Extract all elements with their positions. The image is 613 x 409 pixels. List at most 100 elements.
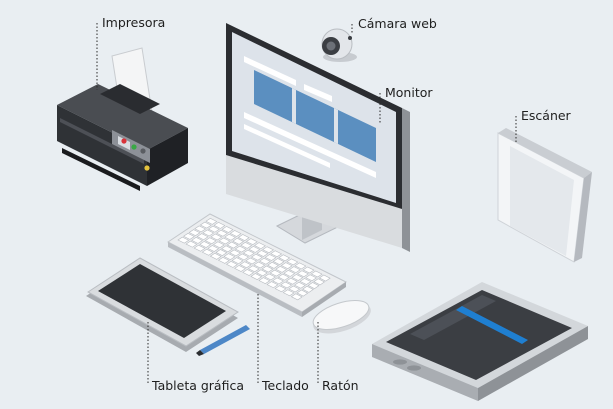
- keyboard-key: [288, 285, 301, 293]
- keyboard-key: [199, 221, 212, 229]
- keyboard-key: [261, 265, 274, 273]
- mouse-icon: [312, 299, 371, 334]
- keyboard-key: [215, 249, 228, 256]
- keyboard-key: [193, 244, 206, 252]
- keyboard-key: [302, 285, 314, 293]
- keyboard-key: [253, 261, 266, 269]
- keyboard-key: [234, 245, 247, 253]
- keyboard-key: [290, 293, 303, 301]
- keyboard-key: [239, 261, 252, 269]
- keyboard-key: [250, 273, 263, 280]
- keyboard-key: [310, 270, 323, 278]
- keyboard-key: [297, 270, 309, 278]
- keyboard-key: [188, 229, 201, 237]
- label-escaner: Escáner: [521, 108, 571, 123]
- keyboard-key: [262, 246, 274, 254]
- keyboard-key: [294, 262, 307, 270]
- printer-icon: [57, 47, 188, 191]
- keyboard-key: [237, 253, 250, 261]
- monitor-icon: [226, 23, 410, 252]
- keyboard-key: [318, 274, 331, 282]
- keyboard-key: [250, 253, 263, 261]
- tablet-icon: [86, 257, 250, 356]
- label-camara-web: Cámara web: [358, 16, 437, 31]
- keyboard-key: [277, 273, 290, 281]
- keyboard-key: [272, 258, 285, 265]
- keyboard-key: [202, 229, 215, 237]
- keyboard-key: [223, 253, 236, 261]
- keyboard-key: [291, 274, 304, 281]
- keyboard-key: [259, 257, 271, 265]
- keyboard-key: [288, 266, 301, 274]
- keyboard-key: [207, 245, 220, 252]
- keyboard-key: [229, 249, 241, 257]
- keyboard-key: [258, 277, 271, 285]
- scanner-icon: [372, 128, 592, 401]
- keyboard-key: [255, 269, 268, 277]
- keyboard-key: [194, 225, 207, 233]
- keyboard-key: [313, 278, 326, 286]
- keyboard-key: [204, 237, 217, 245]
- label-teclado: Teclado: [262, 378, 309, 393]
- keyboard-key: [248, 246, 261, 253]
- keyboard-key: [226, 241, 239, 249]
- label-tableta-grafica: Tableta gráfica: [152, 378, 244, 393]
- keyboard-key: [224, 233, 236, 241]
- keyboard-key: [217, 256, 230, 264]
- keyboard-key: [254, 242, 266, 250]
- keyboard-key: [237, 234, 250, 241]
- keyboard-key: [196, 233, 209, 241]
- keyboard-key: [267, 261, 279, 269]
- keyboard-key: [247, 265, 260, 273]
- keyboard-key: [282, 289, 295, 297]
- keyboard-key: [245, 257, 258, 265]
- keyboard-key: [286, 258, 299, 266]
- keyboard-key: [191, 237, 203, 244]
- keyboard-key: [177, 236, 190, 244]
- keyboard-key: [296, 289, 309, 297]
- keyboard-key: [269, 269, 282, 277]
- keyboard-key: [242, 269, 255, 276]
- keyboard-key: [274, 285, 287, 293]
- keyboard-key: [299, 278, 312, 285]
- keyboard-icon: [167, 213, 347, 317]
- label-impresora: Impresora: [102, 15, 166, 30]
- keyboard-key: [240, 241, 253, 249]
- webcam-icon: [321, 28, 357, 62]
- keyboard-key: [212, 241, 225, 249]
- keyboard-key: [205, 217, 218, 225]
- label-monitor: Monitor: [385, 85, 433, 100]
- keyboard-key: [199, 241, 212, 248]
- keyboard-key: [305, 274, 317, 282]
- keyboard-key: [278, 254, 291, 262]
- keyboard-key: [226, 261, 238, 268]
- leader-lines: [96, 23, 517, 383]
- keyboard-key: [245, 238, 258, 246]
- keyboard-key: [256, 250, 269, 257]
- keyboard-key: [283, 270, 296, 277]
- keyboard-key: [231, 257, 244, 265]
- keyboard-key: [280, 281, 293, 289]
- keyboard-key: [307, 282, 320, 289]
- keyboard-key: [210, 233, 223, 241]
- keyboard-key: [221, 226, 234, 233]
- keyboard-key: [221, 245, 233, 253]
- keyboard-key: [229, 230, 242, 237]
- keyboard-key: [270, 250, 283, 258]
- keyboard-key: [285, 277, 298, 285]
- keyboard-key: [185, 240, 198, 248]
- keyboard-key: [209, 252, 222, 260]
- keyboard-key: [232, 237, 245, 245]
- keyboard-key: [207, 225, 220, 233]
- keyboard-key: [302, 266, 315, 274]
- keyboard-key: [216, 229, 228, 237]
- keyboard-key: [183, 232, 195, 240]
- label-raton: Ratón: [322, 378, 359, 393]
- keyboard-key: [266, 281, 279, 289]
- keyboard-key: [218, 237, 231, 245]
- keyboard-key: [293, 281, 306, 289]
- keyboard-key: [272, 277, 284, 285]
- keyboard-key: [213, 222, 226, 229]
- keyboard-keys: [177, 217, 331, 301]
- keyboard-key: [280, 262, 293, 270]
